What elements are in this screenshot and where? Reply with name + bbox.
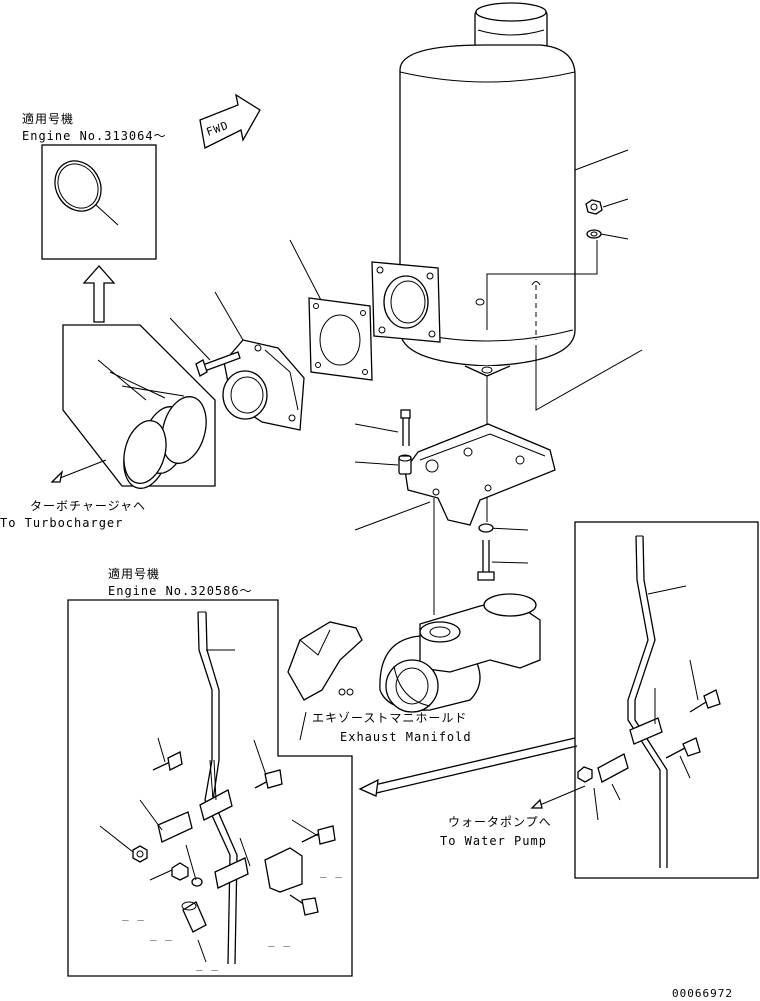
oring-group (50, 324, 216, 489)
turbo-label-en: To Turbocharger (0, 516, 123, 530)
exhaust-manifold (287, 593, 541, 741)
inset-bottom: 適用号機 Engine No.320586～ (67, 566, 353, 977)
drawing-number: 00066972 (672, 987, 733, 1000)
svg-text:_ _: _ _ (196, 958, 219, 971)
muffler (371, 2, 576, 377)
bracket-plate (398, 409, 556, 581)
inset-right (530, 521, 759, 879)
engine-number-bottom: Engine No.320586～ (108, 584, 253, 598)
nut-washer-group (585, 198, 629, 240)
engine-number-top: Engine No.313064～ (22, 129, 167, 143)
fwd-arrow: FWD (199, 93, 261, 149)
turbo-label-jp: ターボチャージャヘ (30, 499, 146, 513)
water-pump-label-en: To Water Pump (440, 834, 547, 848)
applies-label-top: 適用号機 (22, 111, 74, 126)
manifold-label-en: Exhaust Manifold (340, 730, 472, 744)
elbow-connector (195, 339, 305, 431)
svg-text:_ _: _ _ (320, 865, 343, 878)
svg-text:_ _: _ _ (150, 928, 173, 941)
gasket (308, 297, 373, 381)
svg-text:_ _: _ _ (122, 908, 145, 921)
coolant-pipe (358, 737, 578, 797)
manifold-label-jp: エキゾーストマニホールド (312, 711, 467, 725)
svg-text:_ _: _ _ (268, 934, 291, 947)
water-pump-label-jp: ウォータポンプへ (448, 815, 552, 829)
inset-top: 適用号機 Engine No.313064～ (22, 111, 167, 323)
applies-label-bottom: 適用号機 (108, 566, 160, 581)
